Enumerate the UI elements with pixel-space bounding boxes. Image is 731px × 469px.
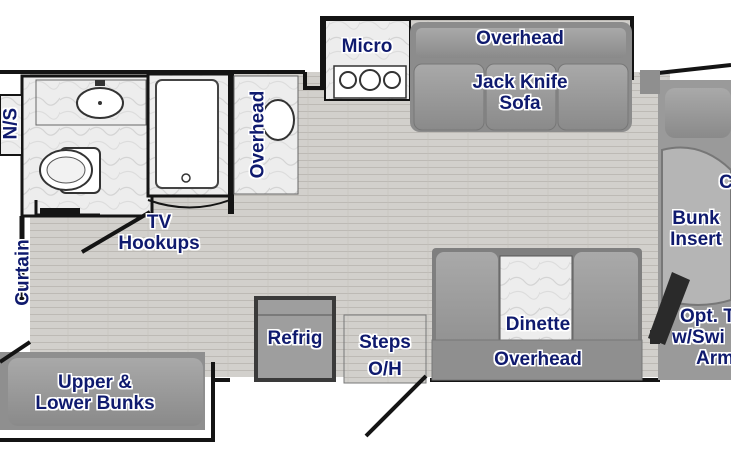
opt-line3: Arm <box>696 348 731 369</box>
swivel-arm <box>648 272 690 345</box>
tv-hookups-label: TV Hookups <box>104 212 214 254</box>
tv-line1: TV <box>146 212 172 233</box>
upper-lower-bunks <box>0 352 205 430</box>
steps-label: Steps O/H <box>348 332 422 380</box>
steps <box>343 314 427 384</box>
opt-line1: Opt. T <box>680 306 731 327</box>
refrigerator <box>254 296 336 382</box>
bunk-insert-line1: Bunk <box>672 208 720 229</box>
bunks-label: Upper & Lower Bunks <box>20 372 170 414</box>
bunk-insert-label: Bunk Insert <box>660 208 731 250</box>
opt-line2: w/Swi <box>672 327 725 348</box>
overhead-top-label: Overhead <box>476 28 564 49</box>
opt-swivel-label: Opt. T w/Swi Arm <box>672 306 731 369</box>
bunks-line2: Lower Bunks <box>35 393 155 414</box>
dinette <box>431 248 643 381</box>
ns-cabinet <box>0 94 23 156</box>
jack-knife-line2: Sofa <box>499 93 541 114</box>
overhead-dinette-label: Overhead <box>494 349 582 370</box>
overhead-vertical-label: Overhead <box>247 90 269 179</box>
toilet <box>39 147 101 194</box>
steps-line2: O/H <box>368 359 402 380</box>
jack-knife-sofa <box>410 22 632 132</box>
entry-door <box>364 374 428 438</box>
dinette-label: Dinette <box>505 314 571 335</box>
curtain-label: Curtain <box>12 239 34 306</box>
micro-label: Micro <box>341 36 393 57</box>
ns-label: N/S <box>0 107 22 140</box>
refrig-label: Refrig <box>267 328 323 349</box>
round-sink <box>261 99 295 141</box>
jack-knife-line1: Jack Knife <box>472 72 568 93</box>
steps-line1: Steps <box>359 332 411 353</box>
bunks-line1: Upper & <box>58 372 132 393</box>
bunk-insert-line2: Insert <box>670 229 722 250</box>
jack-knife-sofa-label: Jack Knife Sofa <box>455 72 585 114</box>
cab-fragment-label: C <box>719 172 731 193</box>
tv-line2: Hookups <box>118 233 200 254</box>
